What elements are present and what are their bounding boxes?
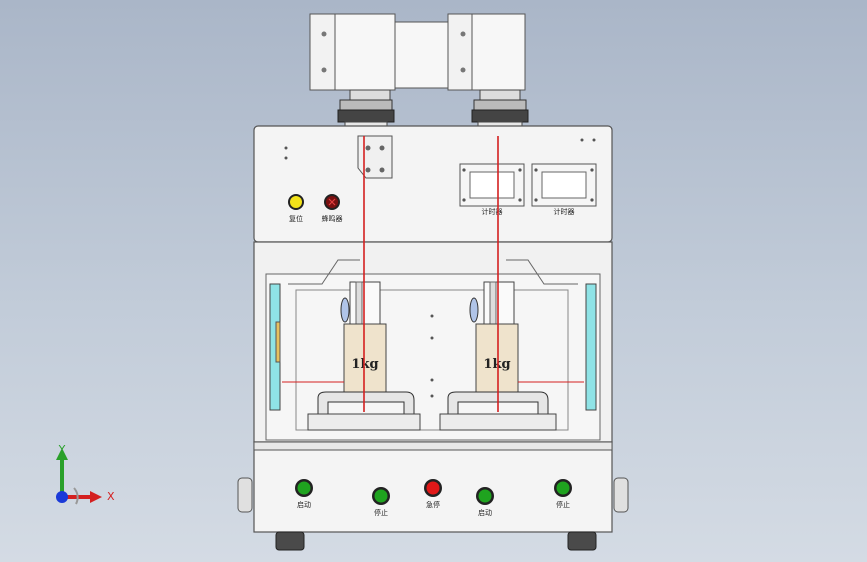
timer-2 — [531, 163, 597, 207]
control-button-label: 急停 — [426, 500, 440, 509]
control-button-label: 启动 — [478, 508, 492, 517]
timer-1 — [459, 163, 525, 207]
reset-label: 复位 — [289, 214, 303, 223]
buzzer-icon — [324, 194, 340, 210]
control-button-label: 启动 — [297, 500, 311, 509]
top-motor-assembly — [309, 13, 529, 137]
right-station — [439, 281, 557, 431]
control-button-label: 停止 — [374, 508, 388, 517]
y-axis-label: Y — [58, 443, 66, 456]
left-station — [307, 281, 421, 431]
timer-1-label: 计时器 — [482, 207, 503, 216]
coordinate-triad — [56, 448, 102, 505]
timer-2-label: 计时器 — [554, 207, 575, 216]
control-button-1[interactable] — [295, 479, 313, 497]
buzzer-label: 蜂鸣器 — [322, 214, 343, 223]
test-chamber — [253, 241, 613, 443]
laser-lines — [282, 136, 584, 412]
x-axis-label: X — [107, 490, 115, 503]
control-button-5[interactable] — [554, 479, 572, 497]
right-weight-label: 1kg — [483, 357, 510, 372]
control-button-3[interactable] — [424, 479, 442, 497]
control-button-4[interactable] — [476, 487, 494, 505]
reset-lamp[interactable] — [288, 194, 304, 210]
control-button-label: 停止 — [556, 500, 570, 509]
control-button-2[interactable] — [372, 487, 390, 505]
left-weight-label: 1kg — [351, 357, 378, 372]
